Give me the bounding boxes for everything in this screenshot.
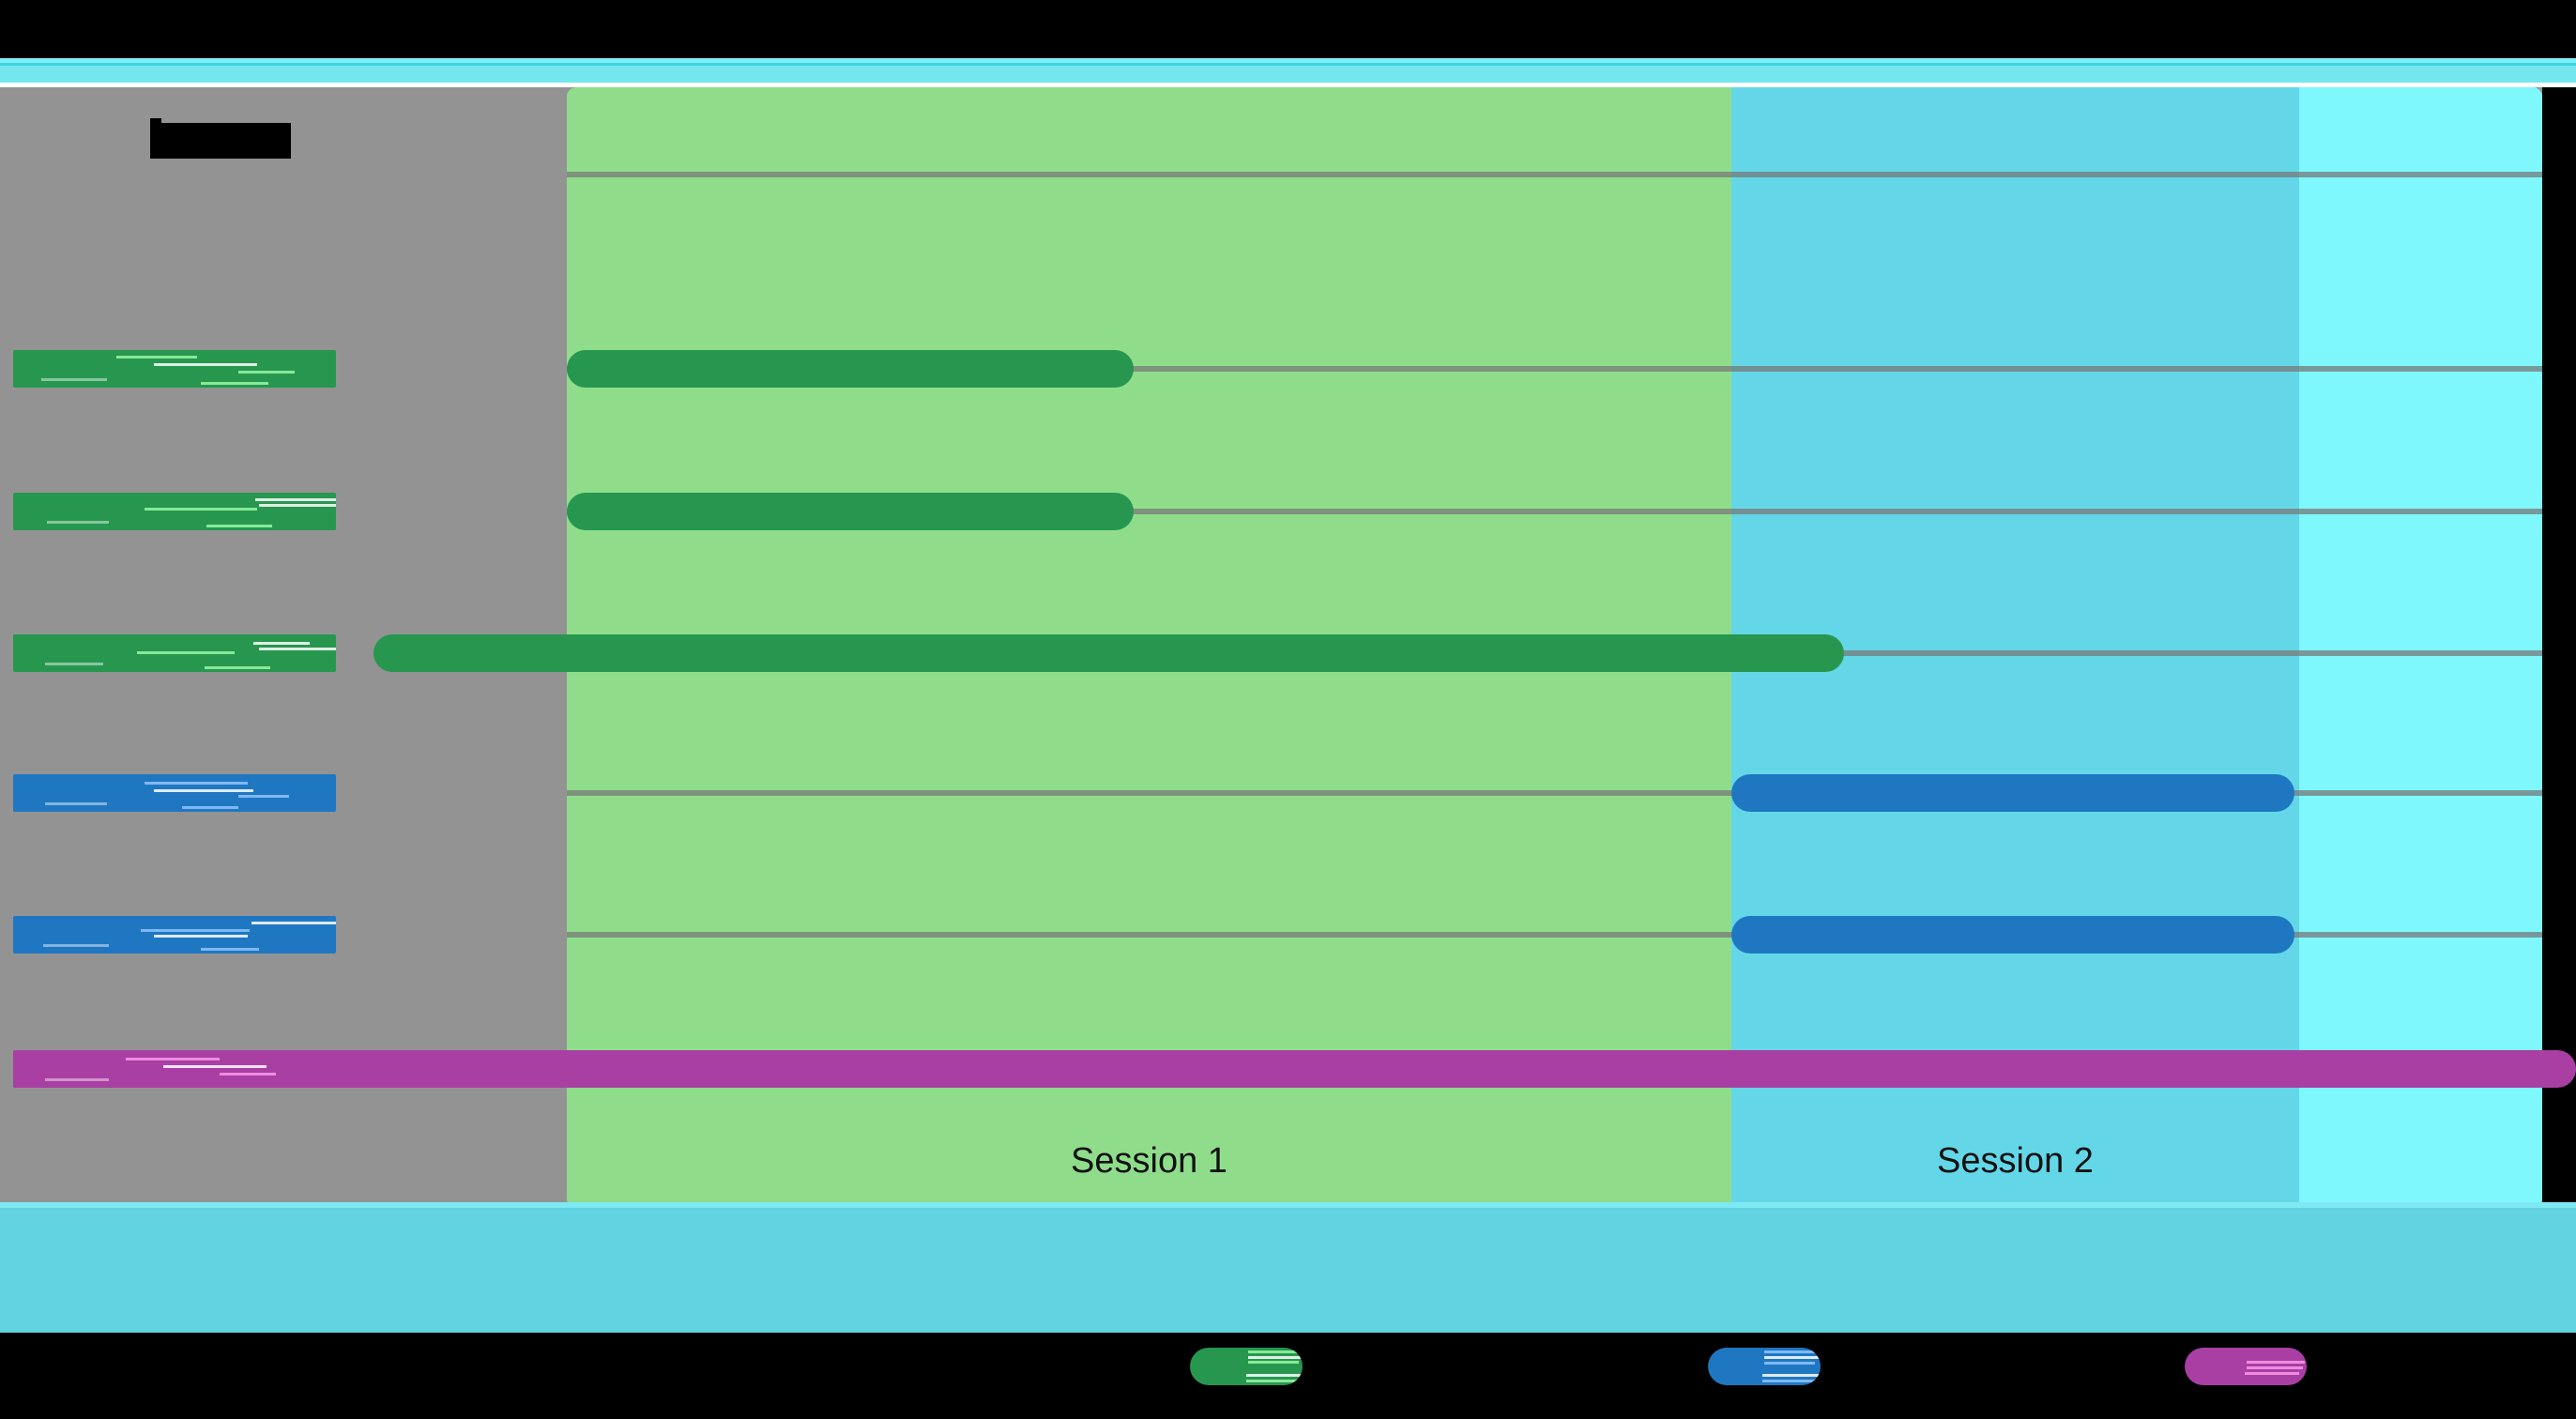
row-label-4[interactable] <box>13 774 336 812</box>
legend <box>0 1333 2576 1419</box>
gantt-bar-row-5[interactable] <box>1731 916 2294 954</box>
legend-item-green[interactable] <box>1190 1348 1303 1385</box>
plot-canvas: Session 1 Session 2 <box>0 87 2576 1208</box>
bottom-band <box>0 1208 2576 1333</box>
gridline-row-1 <box>567 366 2542 372</box>
session-band-1-label: Session 1 <box>1071 1141 1227 1181</box>
session-band-3 <box>2299 87 2542 1208</box>
frame-strip-top <box>0 58 2576 63</box>
gridline-row-0 <box>567 172 2542 177</box>
session-band-2: Session 2 <box>1731 87 2299 1208</box>
row-label-1[interactable] <box>13 350 336 388</box>
row-label-6[interactable] <box>13 1050 336 1088</box>
legend-item-magenta[interactable] <box>2185 1348 2307 1385</box>
gantt-bar-row-2[interactable] <box>567 493 1134 530</box>
row-label-column <box>0 87 567 1208</box>
legend-item-blue[interactable] <box>1708 1348 1821 1385</box>
gantt-bar-row-3[interactable] <box>373 634 1844 672</box>
chart-title <box>150 123 291 159</box>
gantt-bar-row-1[interactable] <box>567 350 1134 388</box>
gridline-row-2 <box>567 509 2542 514</box>
gantt-bar-row-4[interactable] <box>1731 774 2294 812</box>
chart-title-redaction-tail <box>150 118 161 124</box>
gridline-row-4 <box>567 790 2542 796</box>
frame-strip-accent <box>0 63 2576 66</box>
row-label-3[interactable] <box>13 634 336 672</box>
row-label-2[interactable] <box>13 493 336 530</box>
row-label-5[interactable] <box>13 916 336 954</box>
session-band-2-label: Session 2 <box>1937 1141 2094 1181</box>
frame-strip-body <box>0 66 2576 83</box>
gantt-bar-row-6[interactable] <box>310 1050 2576 1088</box>
frame-strip-divider <box>0 83 2576 87</box>
bottom-band-highlight <box>0 1202 2576 1208</box>
gridline-row-5 <box>567 932 2542 938</box>
